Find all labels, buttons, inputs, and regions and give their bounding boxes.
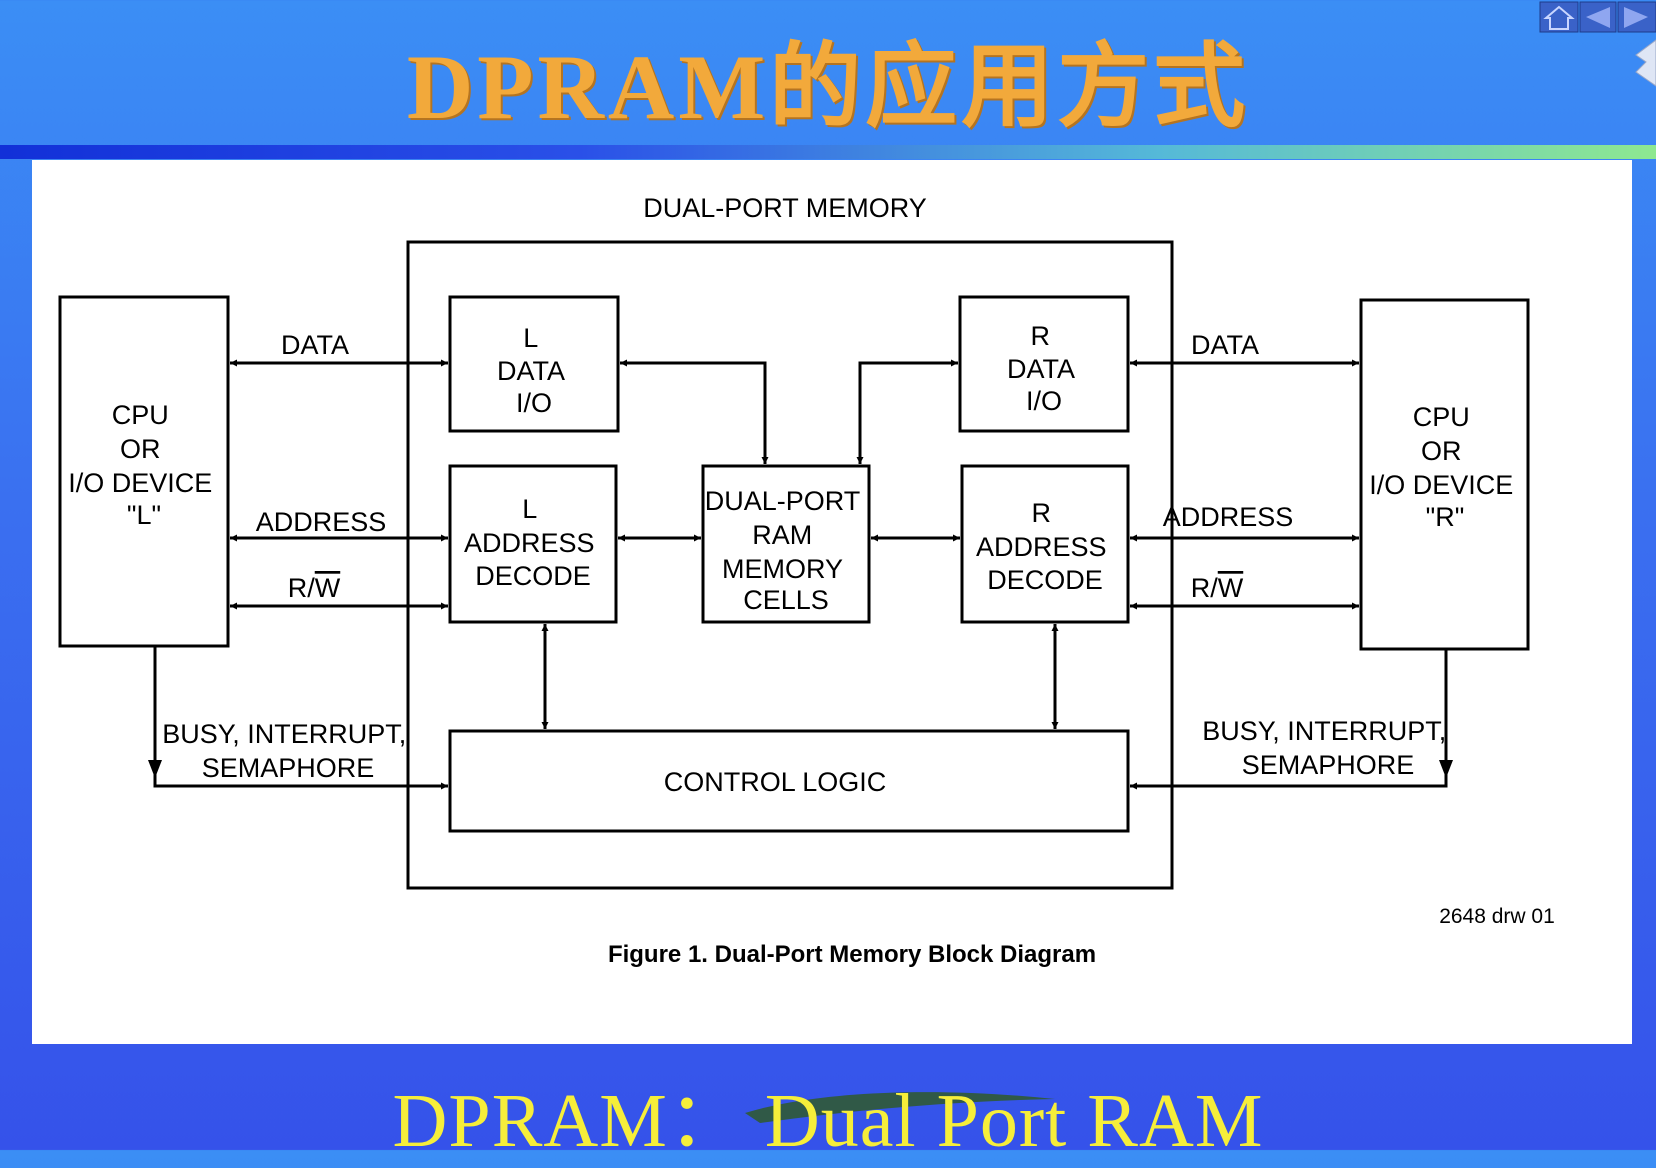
home-icon[interactable] — [1539, 1, 1579, 33]
left-busy-arrow — [148, 760, 162, 778]
r-address-decode-box — [960, 464, 1130, 624]
right-busy-arrow — [1439, 760, 1453, 778]
left-data-label: DATA — [281, 330, 349, 360]
left-busy-label: BUSY, INTERRUPT, SEMAPHORE — [162, 719, 414, 783]
diagram-heading: DUAL-PORT MEMORY — [643, 193, 927, 223]
right-busy-label: BUSY, INTERRUPT, SEMAPHORE — [1202, 716, 1454, 780]
drawing-number: 2648 drw 01 — [1439, 905, 1555, 928]
right-data-label: DATA — [1191, 330, 1259, 360]
l-data-io-label: L DATA I/O — [497, 323, 571, 418]
left-busy-line — [153, 646, 448, 790]
left-device-label: CPU OR I/O DEVICE "L" — [68, 400, 220, 530]
title-divider — [0, 145, 1656, 159]
ram-cells-label: DUAL-PORT RAM MEMORY CELLS — [705, 486, 868, 615]
right-busy-line — [1130, 649, 1448, 790]
figure-caption: Figure 1. Dual-Port Memory Block Diagram — [608, 941, 1096, 968]
caption-underline-swoosh — [745, 1092, 1055, 1123]
r-data-io-label: R DATA I/O — [1007, 321, 1081, 416]
left-rw-label: R/W — [288, 573, 341, 603]
right-device-label: CPU OR I/O DEVICE "R" — [1369, 402, 1521, 532]
right-address-label: ADDRESS — [1163, 502, 1294, 532]
l-data-io-box — [448, 295, 620, 433]
back-icon[interactable] — [1579, 1, 1617, 33]
r-data-io-box — [958, 295, 1130, 433]
ram-cells-box — [701, 464, 871, 624]
right-rw-label: R/W — [1191, 573, 1244, 603]
forward-icon[interactable] — [1617, 1, 1656, 33]
r-data-to-ram-line — [856, 359, 958, 464]
l-address-decode-box — [448, 464, 618, 624]
control-logic-label: CONTROL LOGIC — [664, 767, 887, 797]
l-data-to-ram-line — [620, 359, 769, 464]
left-address-label: ADDRESS — [256, 507, 387, 537]
l-address-decode-label: L ADDRESS DECODE — [464, 494, 602, 591]
left-device-box — [58, 295, 230, 648]
block-diagram: .bx { fill:#fff; stroke:#000; stroke-wid… — [58, 193, 1555, 968]
right-device-box — [1359, 298, 1530, 651]
diagram-panel: .bx { fill:#fff; stroke:#000; stroke-wid… — [32, 160, 1632, 1044]
r-address-decode-label: R ADDRESS DECODE — [976, 498, 1114, 595]
slide-nav — [1538, 0, 1656, 100]
control-logic-box — [448, 729, 1130, 833]
slide-caption: DPRAM： Dual Port RAM — [392, 1079, 1264, 1163]
slide-title: DPRAM的应用方式 — [406, 36, 1250, 138]
next-page-icon[interactable] — [1635, 39, 1656, 87]
